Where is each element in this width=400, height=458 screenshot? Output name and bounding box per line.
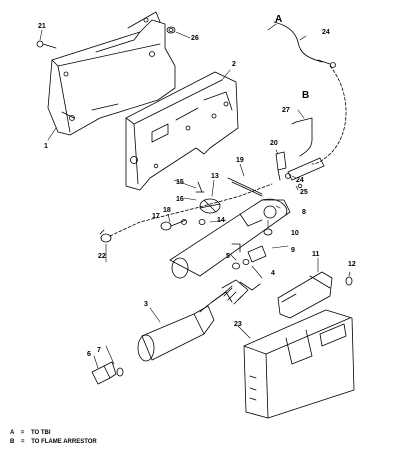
callout-25: 25 xyxy=(300,189,308,196)
callout-20: 20 xyxy=(270,140,278,147)
callout-11: 11 xyxy=(312,251,320,258)
fuel-feed-tube-part xyxy=(273,21,336,68)
pump-housing-part xyxy=(169,198,291,279)
callout-26: 26 xyxy=(191,35,199,42)
callout-2: 2 xyxy=(232,61,236,68)
callout-3: 3 xyxy=(144,301,148,308)
legend-key-a: A xyxy=(10,430,15,436)
callout-12: 12 xyxy=(348,261,356,268)
screw-part-12 xyxy=(345,276,353,286)
callout-1: 1 xyxy=(44,143,48,150)
fitting-part xyxy=(275,151,287,181)
nut-part xyxy=(166,26,176,34)
legend-text-a: TO TBI xyxy=(30,430,51,436)
screw-part xyxy=(160,219,187,231)
legend-row-a: A = TO TBI xyxy=(10,429,97,438)
rod-part xyxy=(227,177,263,197)
callout-17: 17 xyxy=(152,213,160,220)
callout-24-upper: 24 xyxy=(322,29,330,36)
reservoir-tank-part xyxy=(243,309,355,419)
mounting-bracket-part xyxy=(47,11,176,136)
mounting-plate-part xyxy=(277,271,333,319)
legend-text-b: TO FLAME ARRESTOR xyxy=(31,439,97,445)
callout-leaders xyxy=(39,23,351,369)
callout-labels: 21 26 1 2 24 27 20 24 25 19 15 13 16 18 … xyxy=(38,14,356,358)
legend-key-b: B xyxy=(10,439,15,445)
callout-13: 13 xyxy=(211,173,219,180)
electric-fuel-pump-part xyxy=(137,279,261,362)
callout-27: 27 xyxy=(282,107,290,114)
inlet-fitting-part xyxy=(91,361,124,385)
callout-10: 10 xyxy=(291,230,299,237)
callout-7: 7 xyxy=(97,347,101,354)
connection-letter-a: A xyxy=(275,14,282,25)
callout-14: 14 xyxy=(217,217,225,224)
callout-23: 23 xyxy=(234,321,242,328)
hose-connector-part xyxy=(285,157,325,189)
legend-sep-b: = xyxy=(21,439,25,445)
routing-leader xyxy=(311,65,347,165)
pump-support-bracket-part xyxy=(125,71,239,191)
callout-24-lower: 24 xyxy=(296,177,304,184)
callout-4: 4 xyxy=(271,270,275,277)
legend: A = TO TBI B = TO FLAME ARRESTOR xyxy=(10,429,97,447)
alignment-leader xyxy=(109,183,273,237)
callout-19: 19 xyxy=(236,157,244,164)
legend-sep-a: = xyxy=(20,430,25,436)
return-tube-part xyxy=(291,117,313,157)
callout-8: 8 xyxy=(302,209,306,216)
callout-21: 21 xyxy=(38,23,46,30)
fitting-group-part xyxy=(231,228,273,270)
washer-part xyxy=(195,181,206,225)
callout-18: 18 xyxy=(163,207,171,214)
plug-part xyxy=(99,229,112,243)
callout-9: 9 xyxy=(291,247,295,254)
legend-row-b: B = TO FLAME ARRESTOR xyxy=(10,438,97,447)
callout-15: 15 xyxy=(176,179,184,186)
connection-letter-b: B xyxy=(302,90,309,101)
callout-22: 22 xyxy=(98,253,106,260)
bolt-part xyxy=(36,40,57,49)
callout-16: 16 xyxy=(176,196,184,203)
callout-6: 6 xyxy=(87,351,91,358)
callout-5: 5 xyxy=(226,253,230,260)
clamp-part xyxy=(199,198,221,214)
